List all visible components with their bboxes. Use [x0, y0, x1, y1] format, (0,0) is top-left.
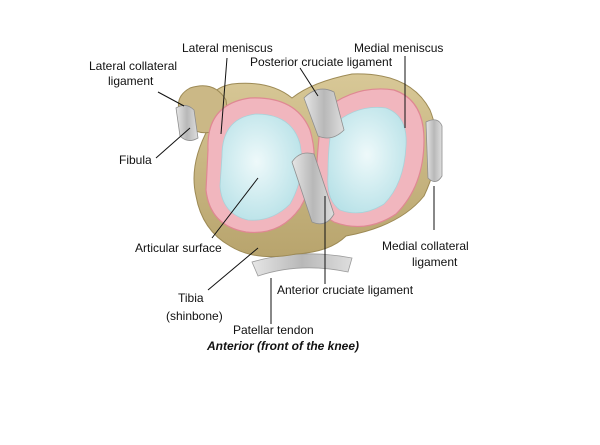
label-lateral-meniscus: Lateral meniscus	[182, 41, 273, 55]
label-anterior-cruciate: Anterior cruciate ligament	[277, 283, 414, 297]
anterior-cruciate-ligament-shape	[291, 152, 335, 225]
label-fibula: Fibula	[119, 153, 152, 167]
lateral-articular-surface	[219, 113, 303, 221]
label-tibia-1: Tibia	[178, 291, 204, 305]
leader-lateral-meniscus	[220, 57, 228, 135]
leader-articular-surface	[211, 177, 259, 239]
leader-tibia	[207, 247, 259, 291]
leader-fibula	[155, 127, 191, 159]
medial-collateral-ligament-shape	[425, 119, 443, 182]
posterior-cruciate-ligament-shape	[303, 88, 345, 139]
label-patellar-tendon: Patellar tendon	[233, 323, 314, 337]
leader-posterior-cruciate	[299, 67, 319, 97]
label-tibia-2: (shinbone)	[166, 309, 223, 323]
label-posterior-cruciate: Posterior cruciate ligament	[250, 55, 393, 69]
label-medial-meniscus: Medial meniscus	[354, 41, 443, 55]
label-medial-collateral-1: Medial collateral	[382, 239, 469, 253]
leader-lateral-collateral	[157, 91, 185, 107]
label-lateral-collateral-1: Lateral collateral	[89, 59, 177, 73]
caption-anterior: Anterior (front of the knee)	[206, 339, 359, 353]
label-medial-collateral-2: ligament	[412, 255, 458, 269]
label-lateral-collateral-2: ligament	[108, 74, 154, 88]
label-articular-surface: Articular surface	[135, 241, 222, 255]
medial-articular-surface	[327, 107, 407, 214]
patellar-tendon-shape	[251, 253, 353, 277]
